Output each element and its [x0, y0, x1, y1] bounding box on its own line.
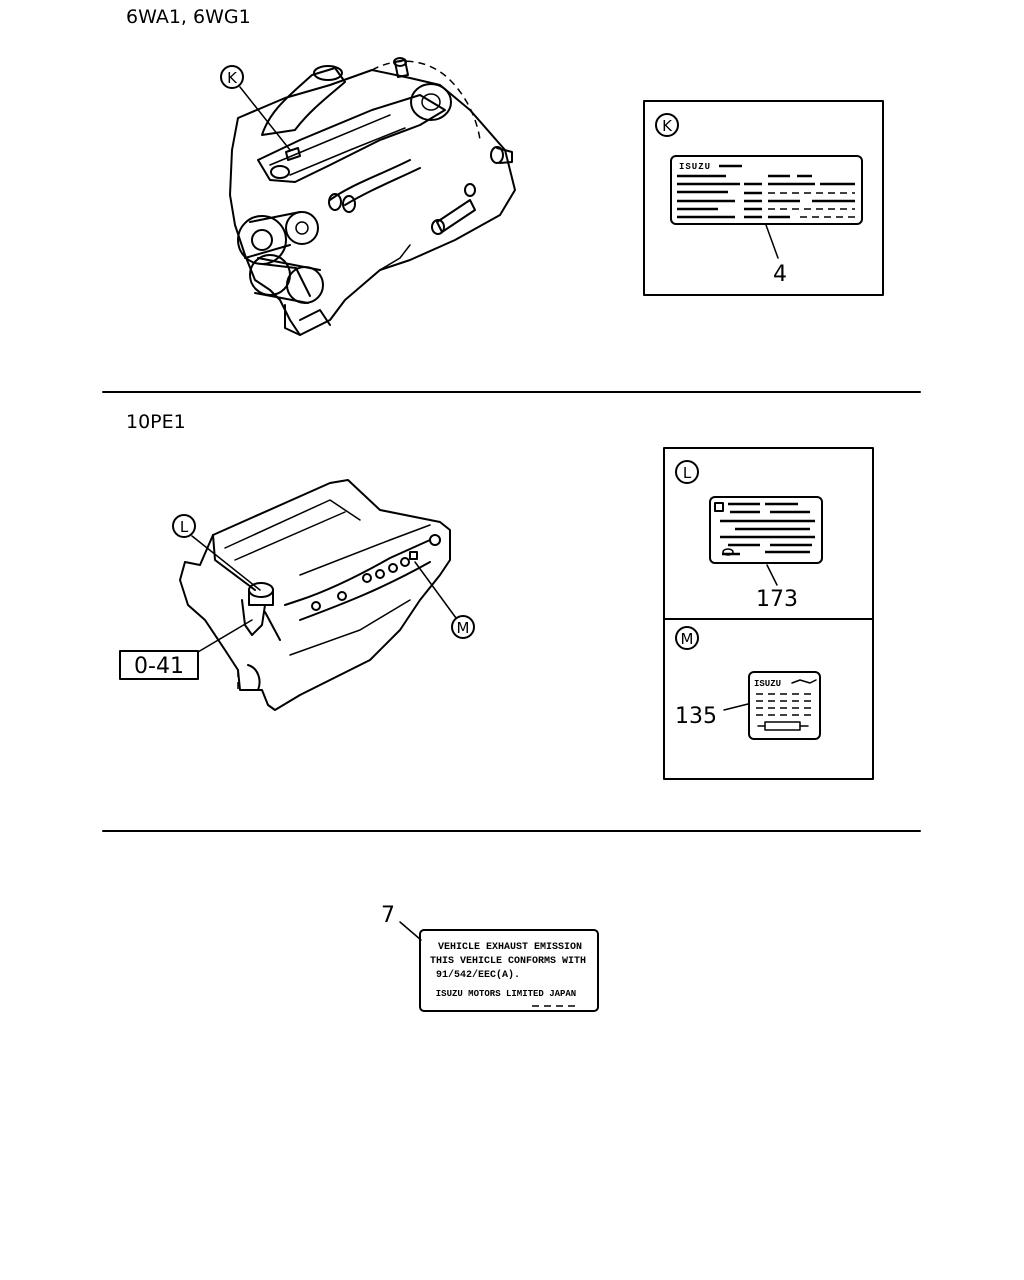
- callout-l-engine: L: [172, 514, 261, 591]
- detail-box-k: K ISUZU 4: [643, 100, 884, 296]
- section-title-10pe1: 10PE1: [126, 411, 186, 433]
- svg-text:ISUZU: ISUZU: [754, 679, 781, 689]
- emission-label-7: 7 VEHICLE EXHAUST EMISSION THIS VEHICLE …: [381, 903, 599, 1012]
- section-title-6wa1: 6WA1, 6WG1: [126, 6, 251, 28]
- part-number-135: 135: [675, 704, 717, 729]
- engine-illustration-10pe1: [179, 479, 451, 711]
- detail-box-m: M ISUZU 135: [663, 618, 874, 780]
- svg-text:ISUZU MOTORS LIMITED JAPAN: ISUZU MOTORS LIMITED JAPAN: [436, 989, 576, 999]
- label-plate-173: [709, 496, 823, 564]
- svg-text:L: L: [683, 464, 692, 482]
- svg-text:M: M: [457, 619, 470, 637]
- svg-text:VEHICLE EXHAUST EMISSION: VEHICLE EXHAUST EMISSION: [438, 942, 582, 953]
- callout-m-engine: M: [414, 561, 475, 639]
- svg-text:ISUZU: ISUZU: [679, 162, 711, 172]
- ref-box-0-41: 0-41: [119, 619, 253, 680]
- svg-text:M: M: [681, 630, 694, 648]
- detail-box-l: L 173: [663, 447, 874, 620]
- part-number-7: 7: [381, 903, 395, 928]
- svg-text:THIS VEHICLE CONFORMS WITH: THIS VEHICLE CONFORMS WITH: [430, 956, 586, 967]
- part-number-173: 173: [756, 587, 798, 612]
- svg-text:K: K: [227, 69, 238, 87]
- part-number-4: 4: [773, 262, 787, 287]
- isuzu-plate-4: [670, 155, 863, 225]
- svg-text:L: L: [180, 518, 189, 536]
- engine-illustration-6wa1: [229, 57, 516, 336]
- svg-text:0-41: 0-41: [134, 654, 184, 679]
- callout-k-engine: K: [220, 65, 291, 151]
- svg-text:K: K: [662, 117, 673, 135]
- isuzu-plate-135: [748, 671, 821, 740]
- svg-text:91/542/EEC(A).: 91/542/EEC(A).: [436, 969, 520, 981]
